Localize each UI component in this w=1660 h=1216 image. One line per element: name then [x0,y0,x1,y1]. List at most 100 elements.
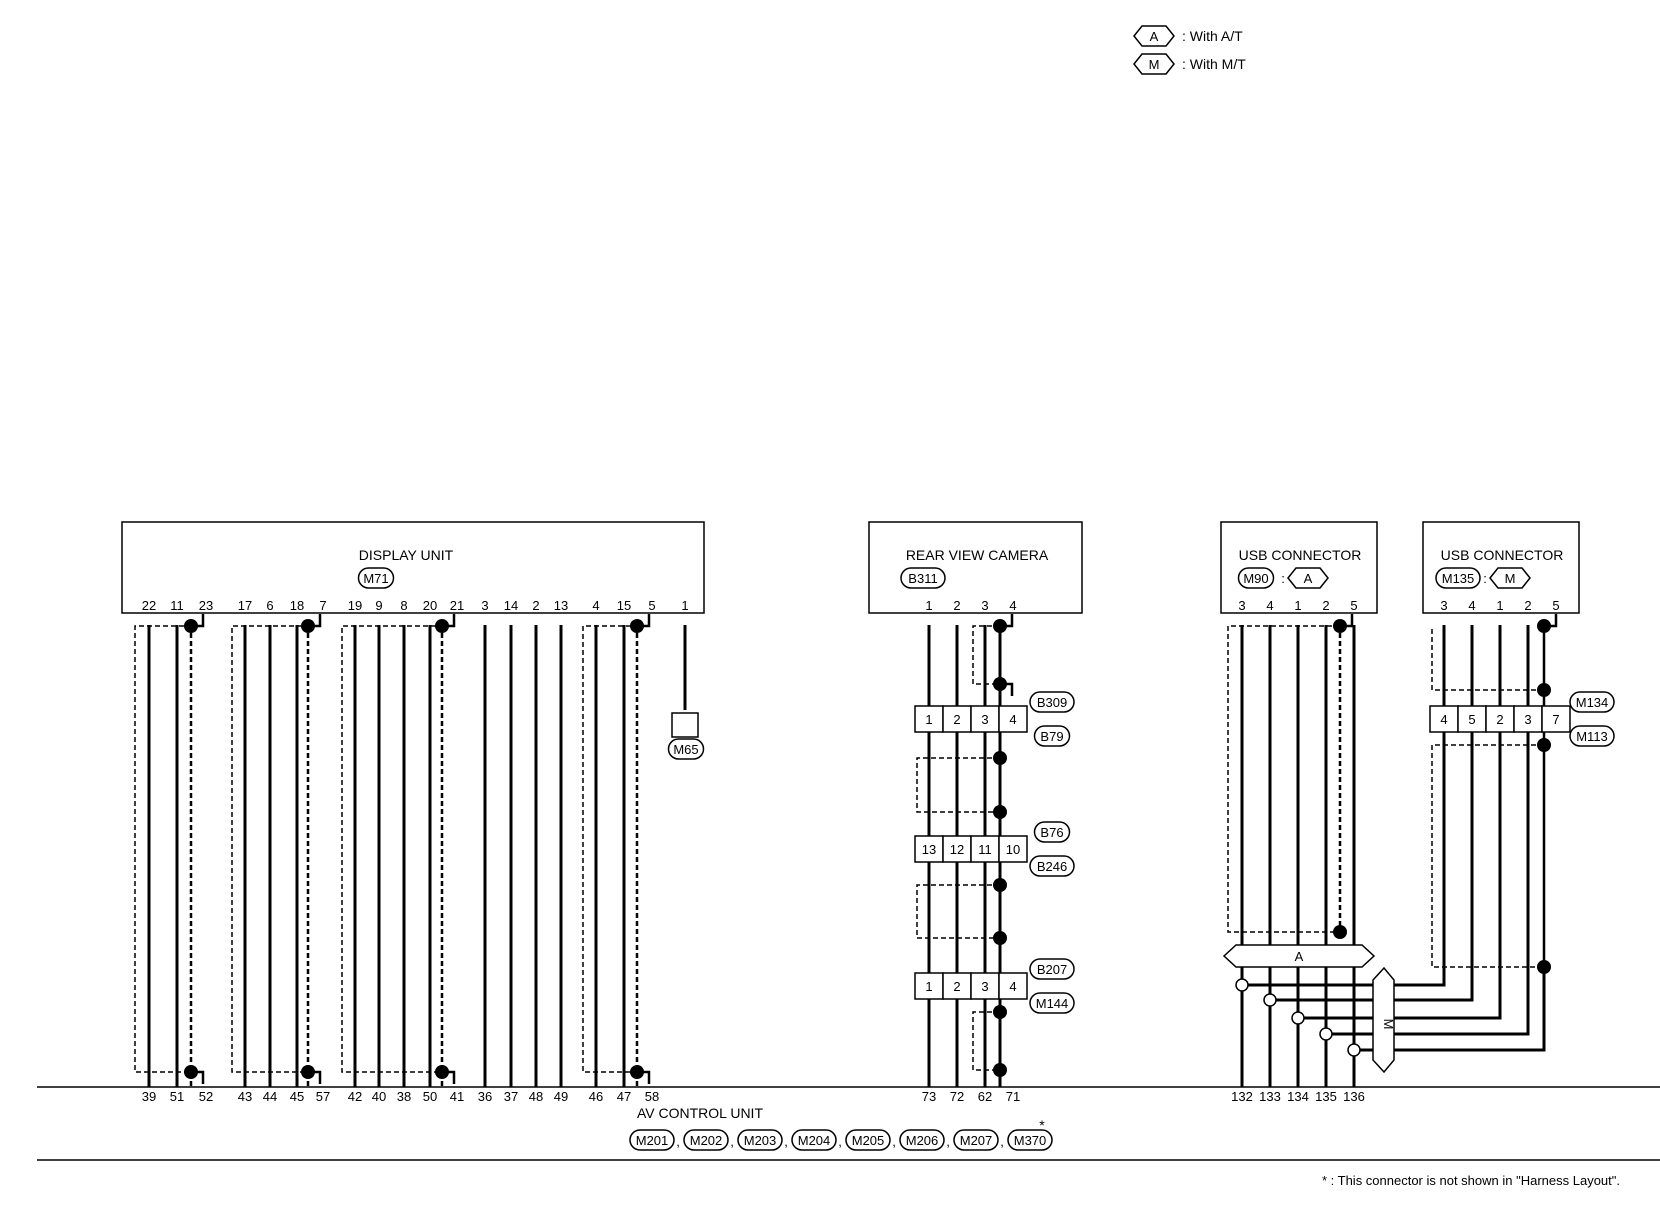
av-unit-pin: 40 [372,1089,386,1104]
joint-upper-tag-outline [1569,691,1615,713]
joint-upper-tag-outline [1029,958,1075,980]
shield-drain [444,614,456,628]
open-splice [1319,1027,1333,1041]
shield-drain [1342,614,1354,628]
display-unit-box [121,521,705,614]
display-unit-pin: 18 [290,598,304,613]
av-unit-pin: 132 [1231,1089,1253,1104]
wire-usb-m [1394,967,1546,1052]
rear-camera-connector-tag: B311 [908,571,937,586]
splice-dot [993,1063,1007,1077]
usb-m-pin: 5 [1552,598,1559,613]
av-unit-pin: 72 [950,1089,964,1104]
usb-m-joint-cell [1429,705,1459,733]
shield-drain [1000,614,1014,628]
usb-a-pin: 3 [1238,598,1245,613]
usb-a-connector-tag-outline [1237,567,1275,589]
component-boxes [121,25,1615,1151]
inline-connector-a-label: A [1295,949,1304,964]
legend-text: : With M/T [1182,56,1246,72]
shield-drain [639,614,651,628]
joint-lower-tag: B79 [1040,729,1063,744]
open-splice [1235,978,1249,992]
joint-lower-tag-outline [1029,992,1075,1014]
usb-m-pin: 4 [1468,598,1475,613]
av-unit-pin: 134 [1287,1089,1309,1104]
joint-lower-tag-outline [1569,725,1615,747]
rear-camera-connector-tag-outline [900,567,946,589]
inline-connector-m [1372,966,1395,1074]
shield-drain [310,614,322,628]
av-unit-connector-tag-outline [845,1129,891,1151]
joint-upper-tag-outline [1029,691,1075,713]
shield-drain [193,614,205,628]
shield-drain [1546,614,1558,628]
inline-connector-a [1222,944,1376,968]
rear-camera-joint-2-pin: 12 [950,842,964,857]
av-unit-title: AV CONTROL UNIT [637,1105,763,1121]
av-unit-pin: 38 [397,1089,411,1104]
joint-upper-tag: B309 [1037,695,1067,710]
rear-camera-joint-1-cell [942,705,972,733]
shield-outline [916,757,1000,813]
usb-m-joint-pin: 3 [1524,712,1531,727]
av-unit-connector-tag: M201 [636,1133,669,1148]
av-unit-pin: 49 [554,1089,568,1104]
splice-dot [1537,619,1551,633]
splice-dot [184,1065,198,1079]
av-unit-pin: 73 [922,1089,936,1104]
av-unit-pin: 58 [645,1089,659,1104]
rear-camera-joint-3-pin: 3 [981,979,988,994]
display-unit-pin: 15 [617,598,631,613]
rear-camera-joint-1-cell [914,705,944,733]
av-unit-star: * [1039,1117,1045,1133]
av-unit-pin: 51 [170,1089,184,1104]
separator: , [676,1134,680,1149]
display-unit-pin: 4 [592,598,599,613]
separator: , [1000,1134,1004,1149]
display-unit-pin: 23 [199,598,213,613]
wire-usb-m [1394,733,1474,1002]
av-unit-connector-tag-outline [899,1129,945,1151]
rear-camera-joint-2-pin: 10 [1006,842,1020,857]
shield-outline [1431,626,1544,691]
ground-connector-tag: M65 [673,742,698,757]
rear-camera-joint-3-pin: 2 [953,979,960,994]
display-unit-pin: 6 [266,598,273,613]
usb-m-pin: 1 [1496,598,1503,613]
rear-camera-joint-3-cell [998,972,1028,1000]
av-unit-pin: 52 [199,1089,213,1104]
av-unit-connector-tag-outline [737,1129,783,1151]
usb-m-pin: 2 [1524,598,1531,613]
av-unit-pin: 43 [238,1089,252,1104]
legend-tag-m: M [1149,57,1160,72]
display-unit-pin: 1 [681,598,688,613]
shield-outline [231,625,310,1073]
usb-a-connector-tag: M90 [1243,571,1268,586]
display-unit-pin: 17 [238,598,252,613]
rear-camera-joint-2-pin: 13 [922,842,936,857]
shield-drain [310,1070,322,1084]
rear-camera-pin: 2 [953,598,960,613]
av-unit-pin: 37 [504,1089,518,1104]
usb-m-joint-pin: 4 [1440,712,1447,727]
joint-lower-tag-outline [1029,855,1075,877]
shield-outline [341,625,444,1073]
av-unit-pin: 71 [1006,1089,1020,1104]
av-unit-connector-tag: M370 [1014,1133,1047,1148]
av-unit-connector-tag-outline [1007,1129,1053,1151]
joint-lower-tag: M144 [1036,996,1069,1011]
av-unit-connector-tag: M203 [744,1133,777,1148]
usb-a-pin: 2 [1322,598,1329,613]
shield-outline [134,625,192,1073]
av-unit-pin: 39 [142,1089,156,1104]
wire-usb-m [1394,733,1446,987]
footnote: * : This connector is not shown in "Harn… [1322,1173,1620,1188]
usb-m-variant-tag-outline [1489,567,1531,589]
av-unit-pin: 36 [478,1089,492,1104]
display-unit-pin: 3 [481,598,488,613]
joint-upper-tag: B76 [1040,825,1063,840]
usb-a-variant-tag-outline [1287,567,1329,589]
usb-m-joint-pin: 2 [1496,712,1503,727]
